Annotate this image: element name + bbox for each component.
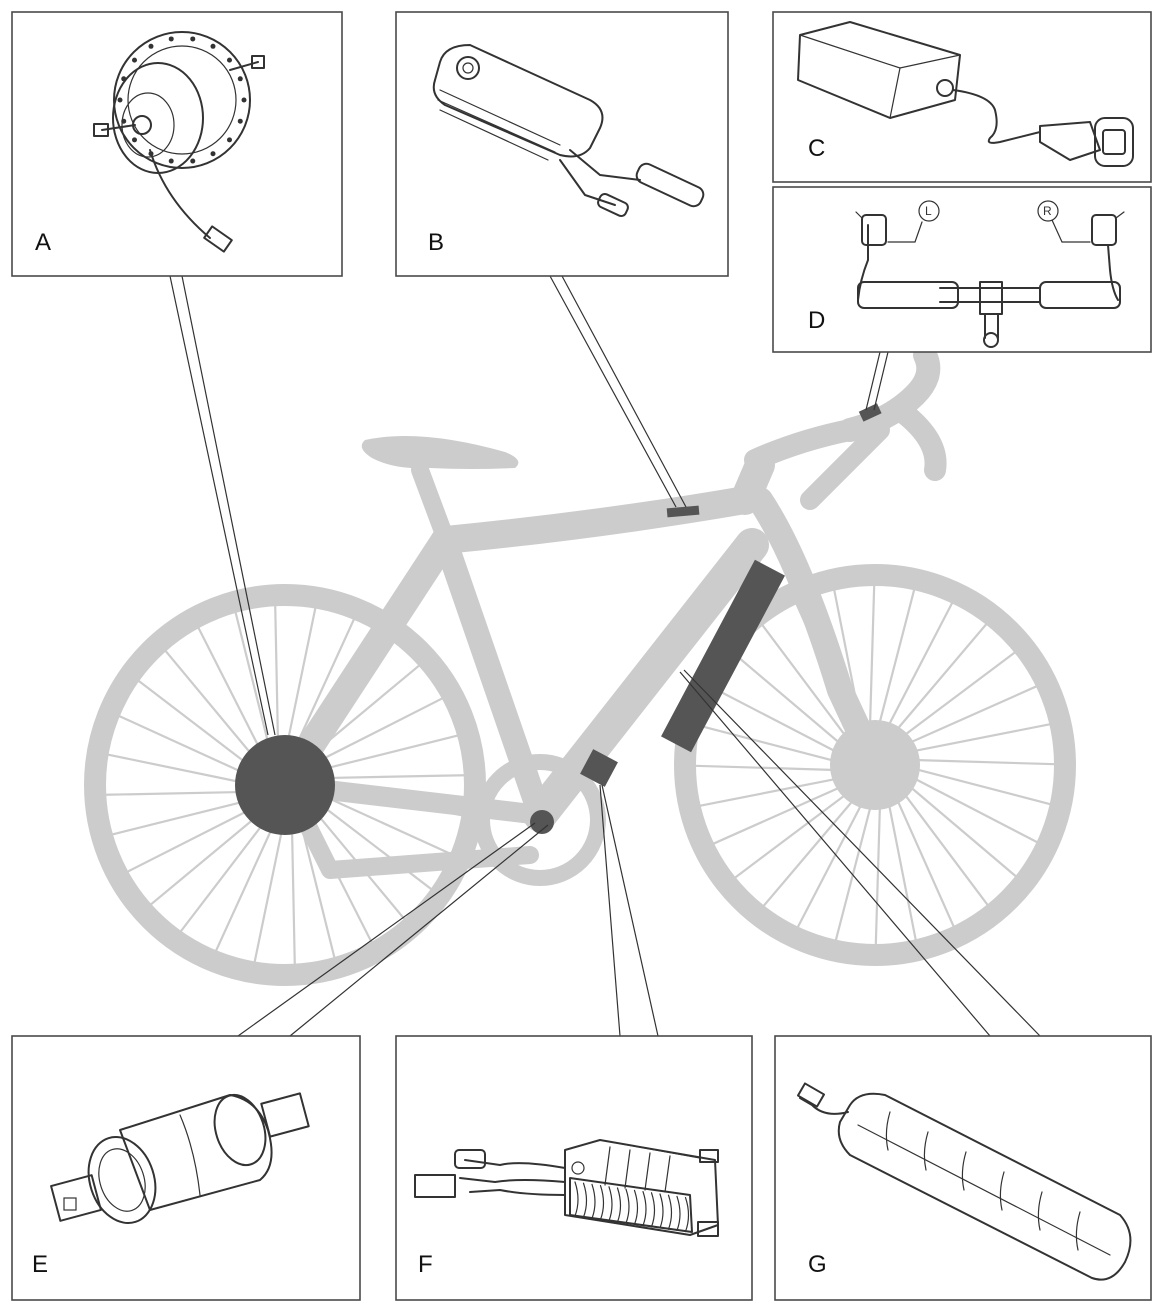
wheel-spoke xyxy=(712,688,837,753)
left-side-label: L xyxy=(925,204,932,218)
wheel-spoke xyxy=(915,760,1055,764)
bike-silhouette xyxy=(95,355,1065,975)
hub-bolt xyxy=(242,98,247,103)
hub-bolt xyxy=(169,159,174,164)
hub-bolt xyxy=(121,76,126,81)
wheel-spoke xyxy=(695,766,835,770)
wheel-spoke xyxy=(322,735,458,769)
leader-f xyxy=(600,785,658,1036)
panel-c: C xyxy=(773,12,1151,182)
saddle xyxy=(362,436,519,469)
wheel-spoke xyxy=(913,778,1038,843)
panel-f: F xyxy=(396,1036,752,1300)
wheel-spoke xyxy=(108,755,245,783)
panel-e: E xyxy=(12,1036,360,1300)
wheel-spoke xyxy=(913,724,1051,751)
part-label-c: C xyxy=(808,135,825,162)
part-label-g: G xyxy=(808,1251,827,1278)
wheel-spoke xyxy=(255,825,283,962)
wheel-spoke xyxy=(888,602,953,727)
hub-bolt xyxy=(190,159,195,164)
part-label-e: E xyxy=(32,1251,48,1278)
hub-bolt xyxy=(211,151,216,156)
hub-bolt xyxy=(121,119,126,124)
wheel-spoke xyxy=(879,589,914,725)
wheel-spoke xyxy=(105,792,245,795)
wheel-spoke xyxy=(292,824,295,964)
wheel-spoke xyxy=(181,820,266,931)
panel-g: G xyxy=(775,1036,1151,1300)
wheel-spoke xyxy=(915,769,1051,804)
wheel-spoke xyxy=(275,605,278,745)
hub-bolt xyxy=(211,44,216,49)
hub-bolt xyxy=(149,151,154,156)
wheel-spoke xyxy=(112,801,248,835)
wheel-spoke xyxy=(836,805,871,941)
part-label-a: A xyxy=(35,229,51,256)
wheel-spoke xyxy=(876,805,880,945)
leader-d xyxy=(866,352,888,410)
hub-bolt xyxy=(227,137,232,142)
leader-b xyxy=(550,276,686,507)
highlight-hub-motor xyxy=(235,735,335,835)
hub-bolt xyxy=(132,58,137,63)
wheel-spoke xyxy=(889,803,916,941)
hub-bolt xyxy=(227,58,232,63)
hub-bolt xyxy=(238,119,243,124)
wheel-spoke xyxy=(324,775,464,778)
part-label-d: D xyxy=(808,307,825,334)
wheel-spoke xyxy=(138,681,249,766)
wheel-spoke xyxy=(870,585,874,725)
panel-a: A xyxy=(12,12,342,276)
hub-bolt xyxy=(238,76,243,81)
right-side-label: R xyxy=(1043,204,1052,218)
panel-d: L R D xyxy=(773,187,1151,352)
part-label-f: F xyxy=(418,1251,433,1278)
wheel-spoke xyxy=(700,779,838,806)
hub-bolt xyxy=(132,137,137,142)
hub-bolt xyxy=(118,98,123,103)
part-label-b: B xyxy=(428,229,444,256)
hub-bolt xyxy=(149,44,154,49)
hub-bolt xyxy=(169,36,174,41)
hub-bolt xyxy=(190,36,195,41)
panel-b: B xyxy=(396,12,728,276)
leader-a xyxy=(170,276,275,735)
